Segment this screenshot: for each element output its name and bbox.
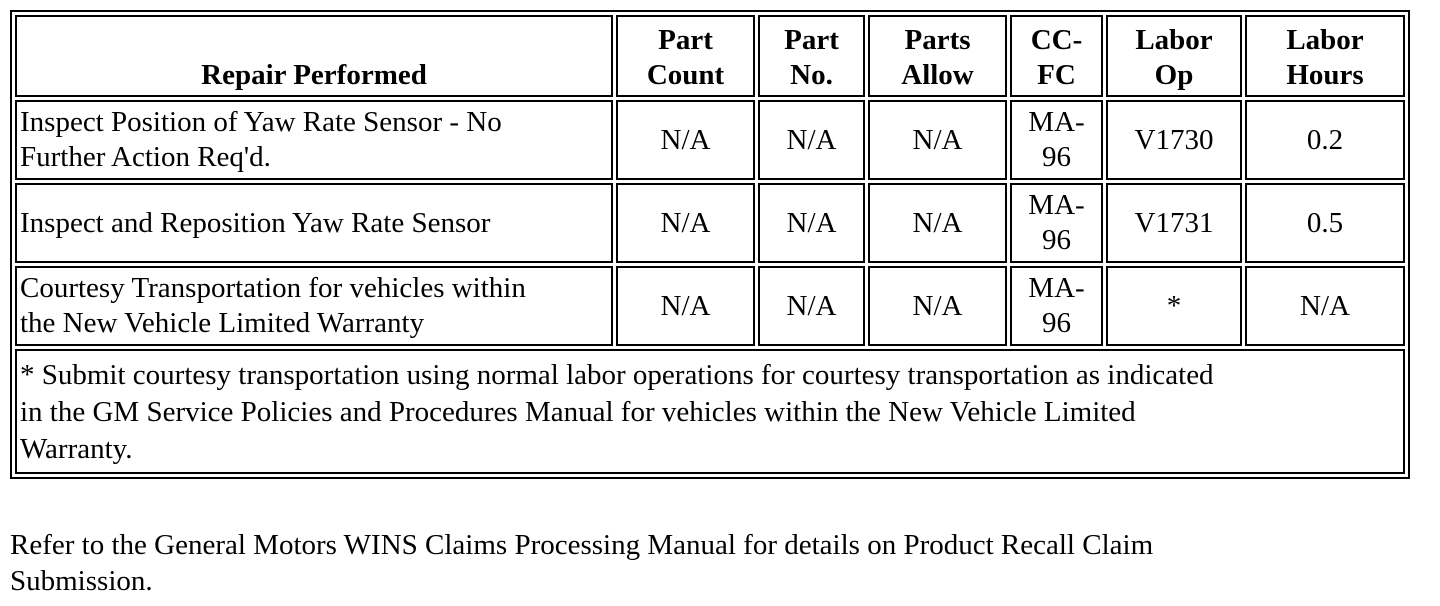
header-labor-op: Labor Op [1106,15,1242,97]
header-parts-allow: Parts Allow [868,15,1007,97]
header-part-no: Part No. [758,15,865,97]
header-line: Repair Performed [201,59,427,91]
cc-fc-line: 96 [1042,141,1071,173]
labor-op-cell: V1731 [1106,183,1242,263]
repair-performed-cell: Inspect Position of Yaw Rate Sensor - No… [15,100,613,180]
parts-allow-cell: N/A [868,100,1007,180]
header-repair-performed: Repair Performed [15,15,613,97]
footnote-row: * Submit courtesy transportation using n… [15,349,1405,474]
repair-line: Inspect and Reposition Yaw Rate Sensor [20,206,491,239]
claim-table-frame: Repair Performed Part Count Part No. Par… [10,10,1410,479]
header-line: Parts [904,24,971,56]
header-line: Op [1154,59,1194,91]
claim-submission-note: Refer to the General Motors WINS Claims … [10,527,1410,599]
repair-performed-cell: Courtesy Transportation for vehicles wit… [15,266,613,346]
table-row: Inspect Position of Yaw Rate Sensor - No… [15,100,1405,180]
header-line: Count [646,59,725,91]
part-count-cell: N/A [616,266,755,346]
header-part-count: Part Count [616,15,755,97]
footnote-line: * Submit courtesy transportation using n… [20,359,1214,391]
labor-operations-table: Repair Performed Part Count Part No. Par… [12,12,1408,477]
cc-fc-line: 96 [1042,224,1071,256]
labor-hours-cell: N/A [1245,266,1405,346]
repair-line: Courtesy Transportation for vehicles wit… [20,272,526,304]
labor-hours-cell: 0.2 [1245,100,1405,180]
labor-op-cell: V1730 [1106,100,1242,180]
cc-fc-line: MA- [1028,106,1085,138]
table-row: Inspect and Reposition Yaw Rate Sensor N… [15,183,1405,263]
footnote-line: Warranty. [20,433,133,465]
header-line: CC- [1030,24,1083,56]
parts-allow-cell: N/A [868,266,1007,346]
cc-fc-cell: MA- 96 [1010,266,1103,346]
header-line: Labor [1286,24,1364,56]
cc-fc-line: MA- [1028,189,1085,221]
repair-line: Inspect Position of Yaw Rate Sensor - No [20,106,502,138]
part-count-cell: N/A [616,183,755,263]
cc-fc-cell: MA- 96 [1010,100,1103,180]
header-cc-fc: CC- FC [1010,15,1103,97]
courtesy-transportation-footnote: * Submit courtesy transportation using n… [15,349,1405,474]
repair-performed-cell: Inspect and Reposition Yaw Rate Sensor [15,183,613,263]
repair-line: Further Action Req'd. [20,141,271,173]
part-no-cell: N/A [758,100,865,180]
labor-op-cell: * [1106,266,1242,346]
header-labor-hours: Labor Hours [1245,15,1405,97]
part-no-cell: N/A [758,266,865,346]
header-line: Part [658,24,713,56]
footnote-line: in the GM Service Policies and Procedure… [20,396,1136,428]
footer-line: Refer to the General Motors WINS Claims … [10,529,1154,561]
header-line: Part [784,24,839,56]
header-line: No. [790,59,833,91]
cc-fc-line: 96 [1042,307,1071,339]
repair-line: the New Vehicle Limited Warranty [20,307,425,339]
cc-fc-cell: MA- 96 [1010,183,1103,263]
parts-allow-cell: N/A [868,183,1007,263]
labor-hours-cell: 0.5 [1245,183,1405,263]
header-line: Hours [1286,59,1364,91]
part-count-cell: N/A [616,100,755,180]
part-no-cell: N/A [758,183,865,263]
header-line: Allow [901,59,974,91]
header-line: Labor [1135,24,1213,56]
footer-line: Submission. [10,565,153,597]
table-row: Courtesy Transportation for vehicles wit… [15,266,1405,346]
cc-fc-line: MA- [1028,272,1085,304]
header-line: FC [1037,59,1076,91]
table-header-row: Repair Performed Part Count Part No. Par… [15,15,1405,97]
